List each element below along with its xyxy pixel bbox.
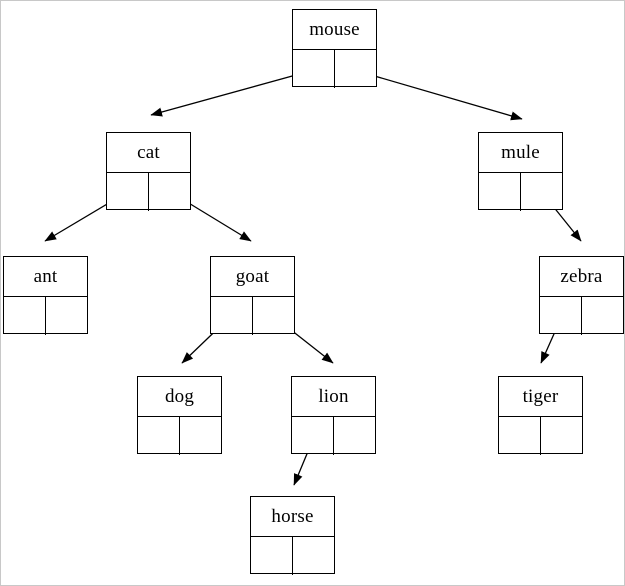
node-label-cat: cat — [107, 133, 190, 173]
right-pointer-cell-cat[interactable] — [149, 173, 191, 211]
right-pointer-cell-dog[interactable] — [180, 417, 222, 455]
node-horse[interactable]: horse — [250, 496, 335, 575]
left-pointer-cell-tiger[interactable] — [499, 417, 541, 455]
node-pointers-mouse — [293, 50, 376, 88]
node-lion[interactable]: lion — [291, 376, 376, 455]
node-label-horse: horse — [251, 497, 334, 537]
left-pointer-cell-ant[interactable] — [4, 297, 46, 335]
right-pointer-cell-zebra[interactable] — [582, 297, 624, 335]
node-mule[interactable]: mule — [478, 132, 563, 211]
node-pointers-goat — [211, 297, 294, 335]
node-pointers-horse — [251, 537, 334, 575]
left-pointer-cell-mouse[interactable] — [293, 50, 335, 88]
node-label-ant: ant — [4, 257, 87, 297]
edge-arrow-mouse-to-cat — [150, 69, 315, 117]
right-pointer-cell-horse[interactable] — [293, 537, 335, 575]
node-label-mule: mule — [479, 133, 562, 173]
left-pointer-cell-dog[interactable] — [138, 417, 180, 455]
left-pointer-cell-cat[interactable] — [107, 173, 149, 211]
right-pointer-cell-lion[interactable] — [334, 417, 376, 455]
right-pointer-cell-tiger[interactable] — [541, 417, 583, 455]
left-pointer-cell-horse[interactable] — [251, 537, 293, 575]
edge-arrow-mouse-to-mule — [353, 69, 523, 121]
node-pointers-cat — [107, 173, 190, 211]
node-cat[interactable]: cat — [106, 132, 191, 211]
node-pointers-tiger — [499, 417, 582, 455]
node-pointers-zebra — [540, 297, 623, 335]
node-label-mouse: mouse — [293, 10, 376, 50]
node-label-goat: goat — [211, 257, 294, 297]
node-label-zebra: zebra — [540, 257, 623, 297]
left-pointer-cell-zebra[interactable] — [540, 297, 582, 335]
node-pointers-ant — [4, 297, 87, 335]
left-pointer-cell-mule[interactable] — [479, 173, 521, 211]
node-label-tiger: tiger — [499, 377, 582, 417]
node-pointers-mule — [479, 173, 562, 211]
right-pointer-cell-ant[interactable] — [46, 297, 88, 335]
right-pointer-cell-goat[interactable] — [253, 297, 295, 335]
right-pointer-cell-mule[interactable] — [521, 173, 563, 211]
right-pointer-cell-mouse[interactable] — [335, 50, 377, 88]
node-pointers-dog — [138, 417, 221, 455]
left-pointer-cell-goat[interactable] — [211, 297, 253, 335]
node-label-dog: dog — [138, 377, 221, 417]
node-zebra[interactable]: zebra — [539, 256, 624, 335]
node-mouse[interactable]: mouse — [292, 9, 377, 88]
node-goat[interactable]: goat — [210, 256, 295, 335]
node-ant[interactable]: ant — [3, 256, 88, 335]
node-tiger[interactable]: tiger — [498, 376, 583, 455]
node-pointers-lion — [292, 417, 375, 455]
node-dog[interactable]: dog — [137, 376, 222, 455]
node-label-lion: lion — [292, 377, 375, 417]
left-pointer-cell-lion[interactable] — [292, 417, 334, 455]
